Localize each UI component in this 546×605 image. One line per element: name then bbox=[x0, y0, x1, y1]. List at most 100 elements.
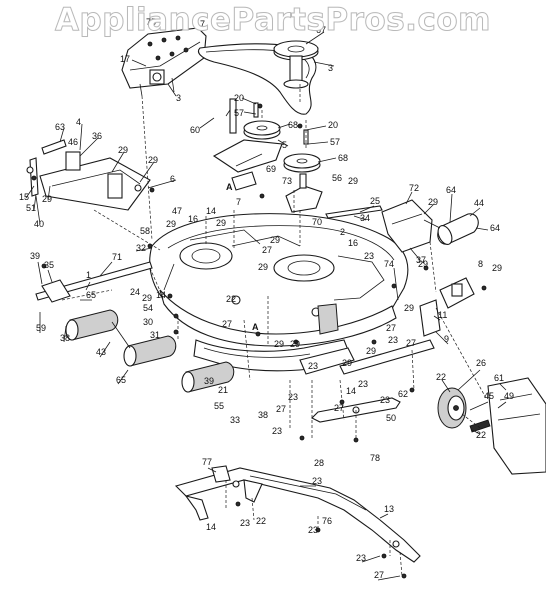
callout-label: 2 bbox=[340, 227, 345, 237]
callout-label: 47 bbox=[172, 206, 182, 216]
callout-label: 38 bbox=[258, 410, 268, 420]
callout-label: 51 bbox=[26, 203, 36, 213]
callout-label: 15 bbox=[19, 192, 29, 202]
callout-label: 20 bbox=[234, 93, 244, 103]
callout-label: 11 bbox=[438, 310, 447, 320]
spindle-pulley-67 bbox=[273, 40, 319, 89]
bracket-8 bbox=[439, 277, 475, 309]
callout-label: 26 bbox=[476, 358, 486, 368]
callout-label: 29 bbox=[290, 339, 300, 349]
callout-label: 5 bbox=[282, 140, 287, 150]
callout-label: 63 bbox=[55, 122, 65, 132]
callout-label: 7 bbox=[236, 197, 241, 207]
callout-label: 62 bbox=[398, 389, 408, 399]
callout-label: 29 bbox=[216, 218, 226, 228]
callout-label: 78 bbox=[370, 453, 380, 463]
callout-label: 73 bbox=[282, 176, 292, 186]
callout-label: 27 bbox=[222, 319, 232, 329]
callout-label: 23 bbox=[288, 392, 298, 402]
callout-label: 21 bbox=[218, 385, 228, 395]
callout-label: 3 bbox=[328, 63, 333, 73]
callout-label: 3 bbox=[176, 93, 181, 103]
callout-label: 27 bbox=[262, 245, 272, 255]
callout-label: 30 bbox=[143, 317, 153, 327]
callout-label: 27 bbox=[276, 404, 286, 414]
callout-label: 64 bbox=[446, 185, 456, 195]
callout-label: 37 bbox=[416, 255, 426, 265]
callout-label: 27 bbox=[406, 338, 416, 348]
callout-label: 4 bbox=[76, 117, 81, 127]
callout-label: 33 bbox=[230, 415, 240, 425]
roller-shaft-59 bbox=[35, 261, 153, 303]
callout-label: 22 bbox=[476, 430, 486, 440]
idler-bracket-75 bbox=[121, 27, 207, 97]
callout-label: 46 bbox=[68, 137, 78, 147]
callout-label: 29 bbox=[270, 235, 280, 245]
callout-label: 9 bbox=[444, 334, 449, 344]
callout-label: 6 bbox=[170, 174, 175, 184]
callout-label: 29 bbox=[342, 358, 352, 368]
callout-label: 74 bbox=[384, 259, 394, 269]
callout-label: 43 bbox=[96, 347, 106, 357]
callout-label: 13 bbox=[384, 504, 394, 514]
callout-label: 29 bbox=[142, 293, 152, 303]
callout-label: 29 bbox=[118, 145, 128, 155]
callout-label: 17 bbox=[120, 54, 130, 64]
callout-label: 54 bbox=[143, 303, 153, 313]
callout-label: 49 bbox=[504, 391, 514, 401]
idler-pulley-lower bbox=[283, 129, 323, 213]
side-rail bbox=[339, 299, 441, 375]
callout-label: 39 bbox=[204, 376, 214, 386]
callout-label: 69 bbox=[266, 164, 276, 174]
callout-label: 60 bbox=[190, 125, 200, 135]
callout-label: 29 bbox=[418, 259, 428, 269]
idler-pulley-upper bbox=[212, 98, 283, 173]
callout-label: 34 bbox=[360, 213, 370, 223]
deck-baffle bbox=[193, 339, 355, 375]
callout-label: 59 bbox=[36, 323, 46, 333]
callout-label: 29 bbox=[366, 346, 376, 356]
frame-bracket-78 bbox=[211, 465, 231, 483]
left-bracket-assembly bbox=[26, 139, 151, 211]
callout-label: 23 bbox=[388, 335, 398, 345]
wheel-cover-26 bbox=[487, 377, 546, 475]
callout-label: 64 bbox=[490, 223, 500, 233]
callout-label: 57 bbox=[330, 137, 340, 147]
callout-label: 22 bbox=[436, 372, 446, 382]
roller-39 bbox=[181, 361, 235, 393]
callout-label: 29 bbox=[166, 219, 176, 229]
callout-label: 36 bbox=[92, 131, 102, 141]
callout-label: 67 bbox=[316, 25, 326, 35]
callout-label: 8 bbox=[478, 259, 483, 269]
callout-label: 23 bbox=[272, 426, 282, 436]
callout-label: 61 bbox=[494, 373, 504, 383]
callout-label: 35 bbox=[44, 260, 54, 270]
callout-label: 40 bbox=[34, 219, 44, 229]
section-marker-a: A bbox=[226, 182, 233, 192]
hardware-fasteners bbox=[31, 103, 487, 579]
callout-label: 14 bbox=[206, 206, 216, 216]
plate-69 bbox=[231, 171, 257, 191]
cylinder-44 bbox=[423, 213, 479, 245]
callout-label: 32 bbox=[136, 243, 146, 253]
callout-label: 45 bbox=[484, 391, 494, 401]
callout-label: 65 bbox=[86, 290, 96, 300]
callout-label: 23 bbox=[358, 379, 368, 389]
hitch-frame-77 bbox=[174, 467, 421, 563]
assembly-lines bbox=[61, 84, 487, 577]
callout-label: 68 bbox=[338, 153, 348, 163]
watermark: AppliancePartsPros.com bbox=[55, 2, 491, 39]
callout-label: 72 bbox=[409, 183, 419, 193]
callout-label: 77 bbox=[202, 457, 212, 467]
callout-label: 29 bbox=[348, 176, 358, 186]
callout-label: 23 bbox=[308, 525, 318, 535]
callout-label: 29 bbox=[258, 262, 268, 272]
callout-label: 68 bbox=[288, 120, 298, 130]
callout-label: 70 bbox=[312, 217, 322, 227]
callout-label: 57 bbox=[234, 108, 244, 118]
callout-label: 22 bbox=[256, 516, 266, 526]
callout-label: 22 bbox=[226, 294, 236, 304]
callout-label: 29 bbox=[492, 263, 502, 273]
callout-label: 14 bbox=[206, 522, 216, 532]
